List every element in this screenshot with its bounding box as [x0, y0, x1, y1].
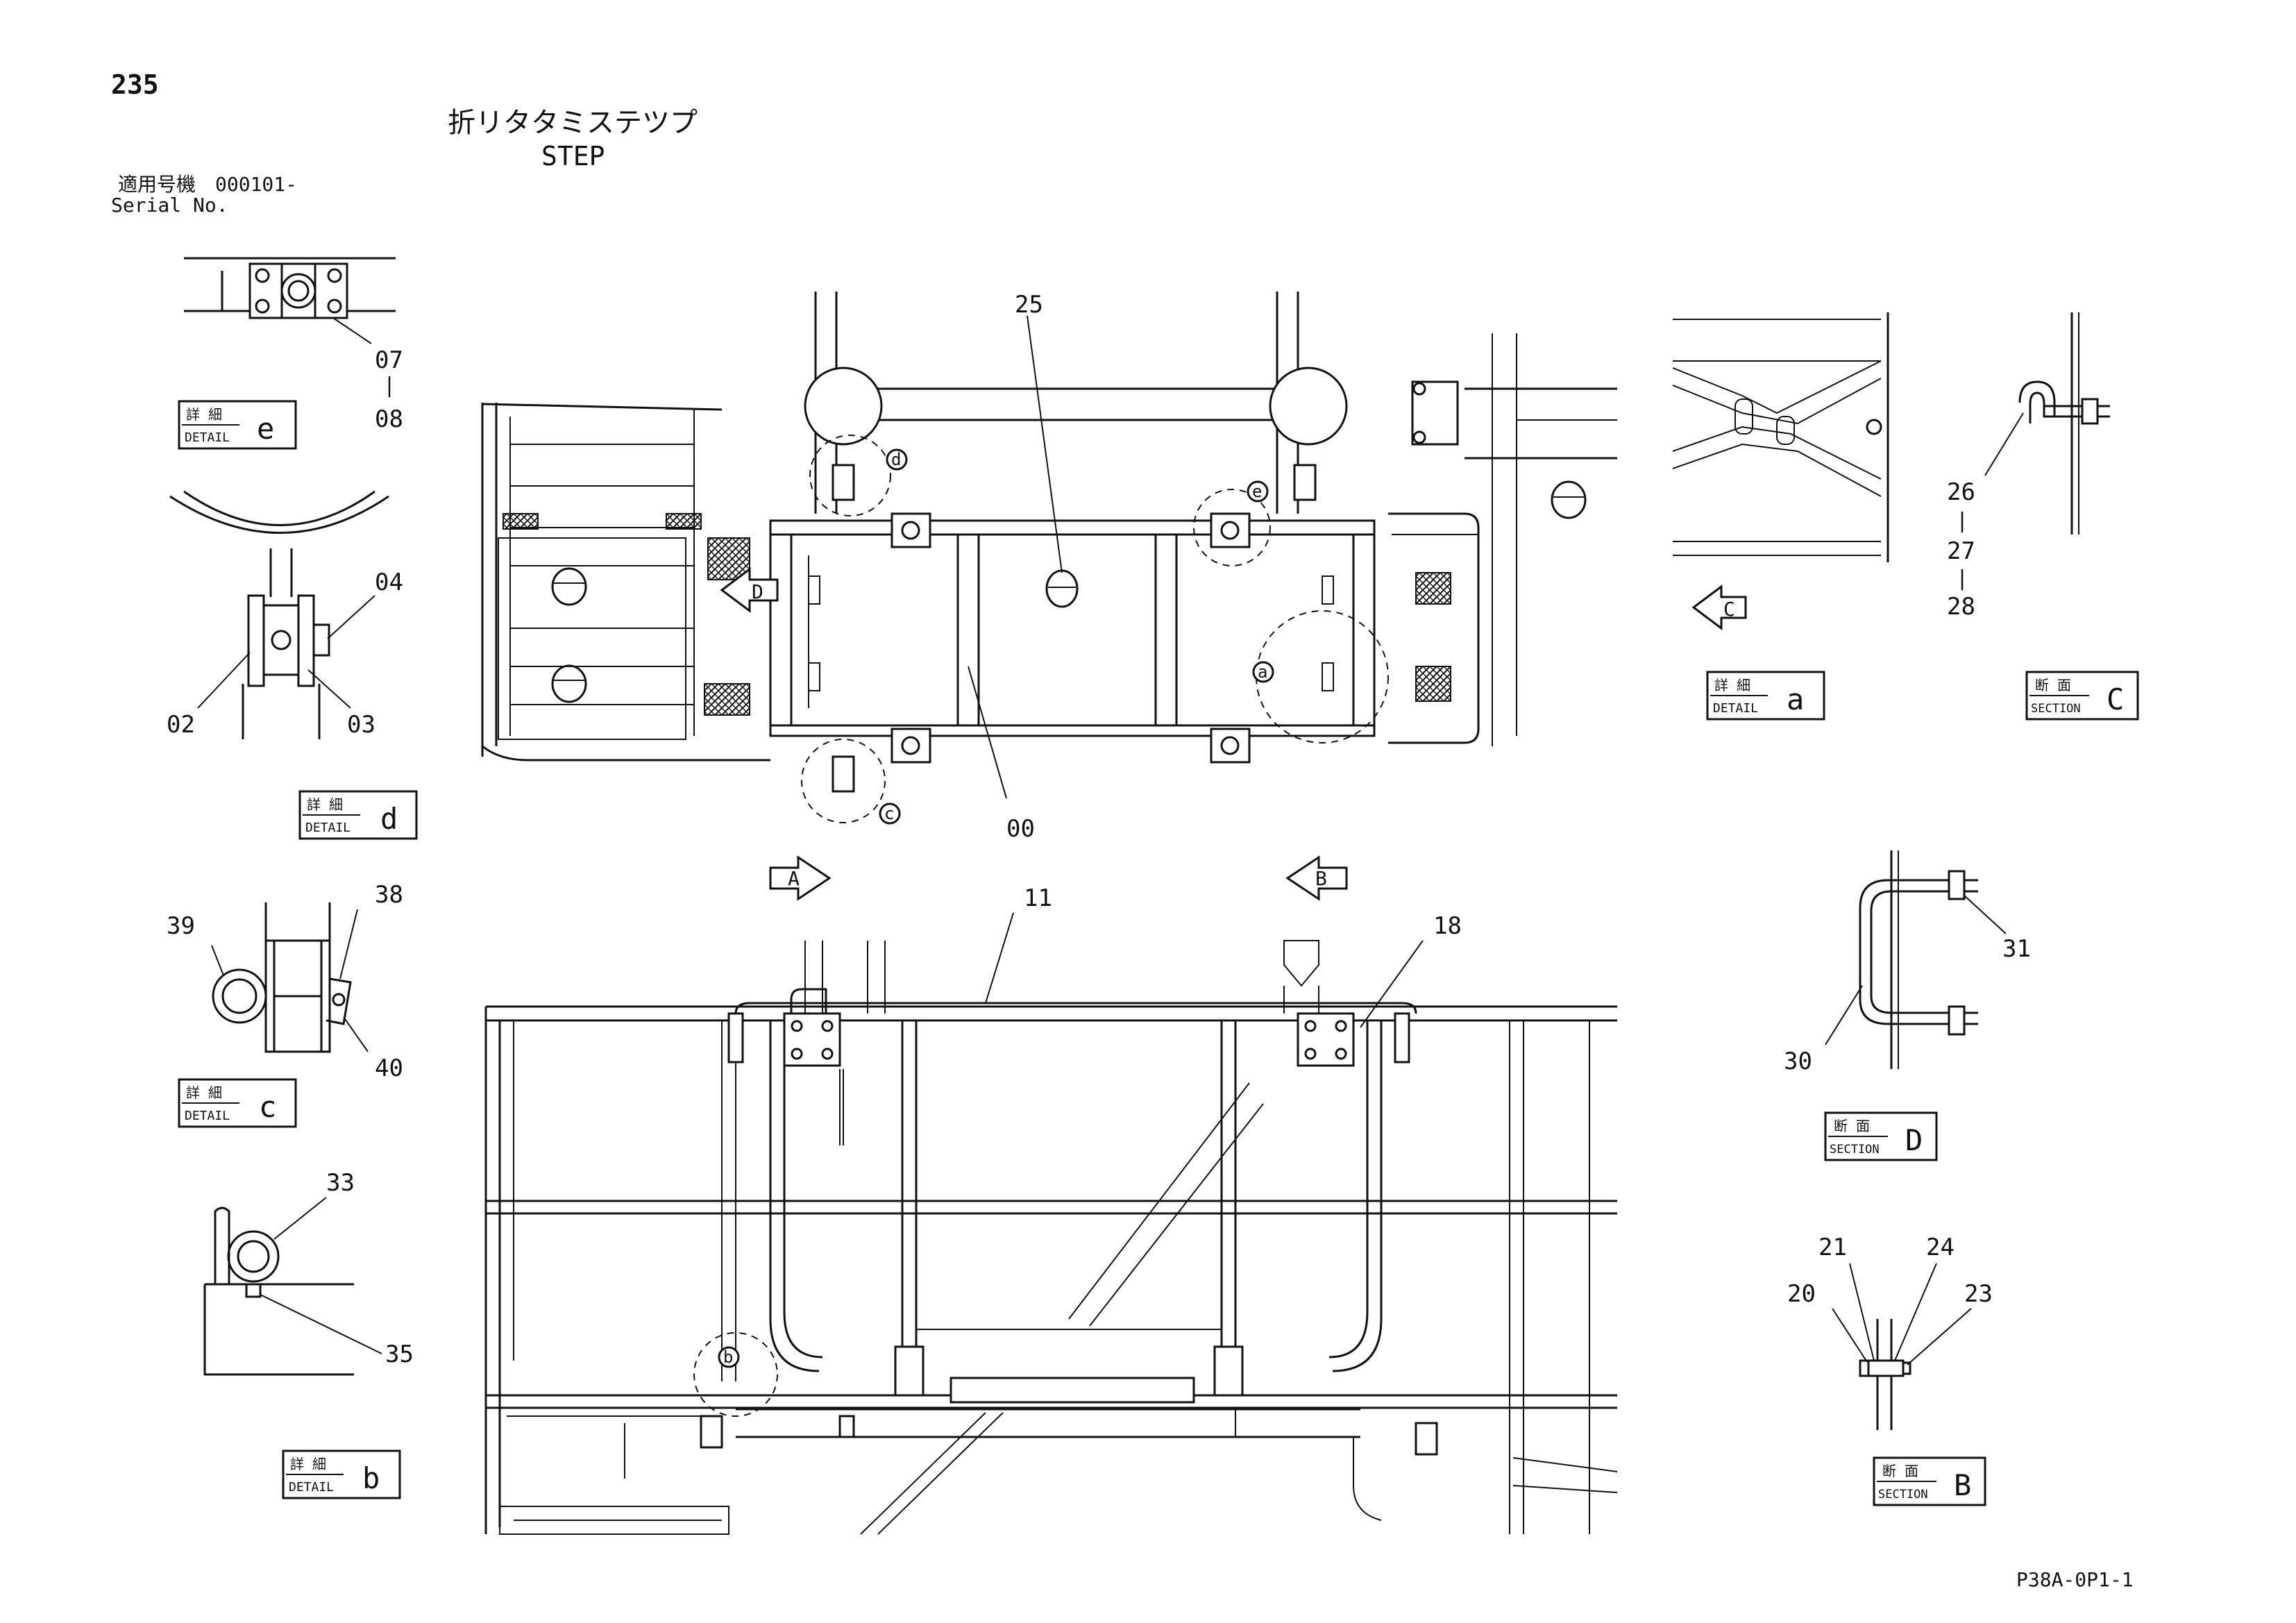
- title-japanese: 折リタタミステツプ: [448, 107, 698, 139]
- svg-text:d: d: [380, 802, 398, 836]
- svg-text:a: a: [1258, 662, 1267, 682]
- part-number-20: 20: [1787, 1280, 1816, 1308]
- section-b-drawing: [1832, 1263, 1972, 1430]
- svg-text:DETAIL: DETAIL: [1713, 701, 1758, 716]
- view-arrow-d: D: [720, 567, 779, 613]
- svg-text:e: e: [1252, 482, 1262, 501]
- svg-text:詳 細: 詳 細: [186, 406, 222, 423]
- svg-text:DETAIL: DETAIL: [305, 821, 351, 835]
- part-number-40: 40: [375, 1054, 403, 1082]
- svg-text:c: c: [259, 1090, 276, 1124]
- part-number-dash: |: [383, 373, 396, 398]
- part-number-04: 04: [375, 569, 403, 596]
- serial-value: 000101-: [215, 173, 297, 196]
- top-view-drawing: [481, 292, 1617, 823]
- detail-box-b: 詳 細 DETAIL b: [282, 1449, 401, 1499]
- svg-text:B: B: [1954, 1468, 1971, 1502]
- svg-text:断 面: 断 面: [2035, 677, 2071, 693]
- part-number-35: 35: [385, 1340, 414, 1368]
- detail-d-drawing: [169, 490, 389, 739]
- callout-circle-b: b: [718, 1346, 740, 1368]
- svg-text:D: D: [752, 580, 763, 603]
- svg-text:DETAIL: DETAIL: [289, 1480, 334, 1495]
- part-number-39: 39: [167, 912, 195, 940]
- svg-text:c: c: [884, 804, 894, 823]
- svg-text:C: C: [1723, 598, 1735, 621]
- part-number-31: 31: [2002, 935, 2031, 963]
- view-arrow-b: B: [1285, 855, 1348, 901]
- part-number-30: 30: [1784, 1048, 1812, 1075]
- svg-text:b: b: [723, 1347, 733, 1367]
- detail-e-drawing: [184, 257, 396, 344]
- svg-text:DETAIL: DETAIL: [185, 1109, 230, 1123]
- part-number-28: 28: [1947, 593, 1975, 621]
- svg-text:B: B: [1315, 867, 1327, 890]
- drawing-code: P38A-0P1-1: [2016, 1568, 2134, 1591]
- serial-label-japanese: 適用号機: [118, 173, 196, 196]
- front-view-drawing: [484, 940, 1618, 1535]
- detail-c-drawing: [211, 902, 369, 1053]
- part-number-03: 03: [347, 711, 375, 739]
- svg-text:d: d: [891, 450, 901, 469]
- part-number-21: 21: [1818, 1234, 1847, 1261]
- part-number-02: 02: [167, 711, 195, 739]
- view-arrow-a: A: [769, 855, 832, 901]
- svg-text:b: b: [362, 1461, 380, 1495]
- svg-text:SECTION: SECTION: [2031, 702, 2081, 716]
- detail-box-e: 詳 細 DETAIL e: [178, 400, 297, 450]
- part-number-38: 38: [375, 881, 403, 909]
- part-number-08: 08: [375, 405, 403, 433]
- svg-text:SECTION: SECTION: [1878, 1488, 1928, 1502]
- detail-box-c: 詳 細 DETAIL c: [178, 1078, 297, 1128]
- section-c-drawing: [1984, 312, 2110, 535]
- section-box-c: 断 面 SECTION C: [2025, 671, 2139, 721]
- detail-a-drawing: [1672, 312, 1889, 562]
- svg-text:C: C: [2107, 682, 2124, 716]
- title-english: STEP: [541, 141, 605, 171]
- part-number-23: 23: [1964, 1280, 1993, 1308]
- svg-text:詳 細: 詳 細: [307, 796, 343, 813]
- detail-b-drawing: [203, 1197, 382, 1376]
- part-number-27: 27: [1947, 537, 1975, 565]
- svg-text:詳 細: 詳 細: [290, 1456, 326, 1472]
- svg-text:断 面: 断 面: [1882, 1463, 1918, 1479]
- detail-box-d: 詳 細 DETAIL d: [298, 790, 418, 840]
- svg-text:詳 細: 詳 細: [1714, 677, 1750, 693]
- part-number-dash: |: [1956, 566, 1968, 591]
- section-d-drawing: [1825, 850, 2007, 1069]
- part-number-00: 00: [1006, 815, 1035, 843]
- part-number-33: 33: [326, 1169, 355, 1197]
- part-number-25: 25: [1015, 291, 1043, 319]
- svg-text:e: e: [257, 412, 274, 446]
- svg-text:SECTION: SECTION: [1830, 1143, 1880, 1157]
- part-number-26: 26: [1947, 478, 1975, 506]
- page-number: 235: [111, 69, 159, 100]
- part-number-11: 11: [1024, 884, 1052, 912]
- part-number-24: 24: [1926, 1234, 1955, 1261]
- part-number-07: 07: [375, 346, 403, 374]
- svg-text:詳 細: 詳 細: [186, 1084, 222, 1101]
- section-box-b: 断 面 SECTION B: [1873, 1456, 1986, 1506]
- serial-label-english: Serial No.: [111, 194, 228, 217]
- part-number-18: 18: [1433, 912, 1462, 940]
- svg-text:A: A: [788, 867, 800, 890]
- part-number-dash: |: [1956, 509, 1968, 533]
- svg-text:断 面: 断 面: [1834, 1118, 1870, 1134]
- svg-text:a: a: [1787, 682, 1804, 716]
- view-arrow-c: C: [1691, 585, 1747, 630]
- detail-box-a: 詳 細 DETAIL a: [1706, 671, 1825, 721]
- section-box-d: 断 面 SECTION D: [1824, 1111, 1938, 1161]
- svg-text:D: D: [1905, 1123, 1923, 1157]
- callout-circles-top: d e a c: [879, 448, 1274, 825]
- svg-text:DETAIL: DETAIL: [185, 430, 230, 445]
